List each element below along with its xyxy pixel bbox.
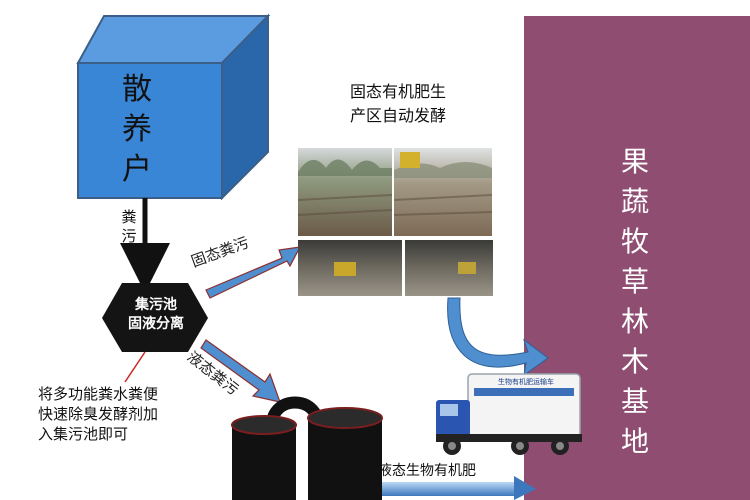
liquid-fertilizer-label: 液态生物有机肥 bbox=[378, 463, 476, 479]
note-pointer-line bbox=[124, 351, 146, 383]
note-line: 快速除臭发酵剂加 bbox=[38, 405, 159, 423]
liquid-manure-arrow bbox=[200, 339, 281, 403]
truck-sign: 生物有机肥运输车 bbox=[498, 378, 554, 386]
collection-pool-line: 固液分离 bbox=[128, 316, 184, 332]
photo-caption-line: 固态有机肥生 bbox=[349, 82, 446, 101]
solid-manure-arrow bbox=[205, 246, 302, 299]
household-label: 散 养 户 bbox=[112, 70, 162, 190]
household-char: 户 bbox=[122, 152, 152, 187]
collection-pool-hexagon bbox=[102, 283, 208, 352]
liquid-fertilizer-arrow bbox=[382, 476, 536, 500]
fermentation-photo-collage bbox=[297, 148, 493, 296]
manure-char: 污 bbox=[121, 227, 137, 245]
note-line: 入集污池即可 bbox=[38, 425, 129, 443]
photo-caption-line: 产区自动发酵 bbox=[349, 106, 446, 125]
collection-pool-label: 集污池 固液分离 bbox=[110, 296, 202, 334]
household-cube bbox=[76, 13, 271, 201]
base-char: 草 bbox=[620, 265, 649, 298]
base-char: 地 bbox=[620, 425, 649, 458]
base-char: 蔬 bbox=[620, 185, 649, 218]
household-char: 散 bbox=[122, 72, 152, 107]
note-line: 将多功能粪水粪便 bbox=[38, 385, 159, 403]
manure-label: 粪 污 bbox=[120, 208, 138, 246]
collection-pool-line: 集污池 bbox=[135, 297, 177, 313]
base-char: 牧 bbox=[620, 225, 649, 258]
base-char: 基 bbox=[620, 385, 649, 418]
base-char: 果 bbox=[620, 145, 649, 178]
base-label: 果 蔬 牧 草 林 木 基 地 bbox=[610, 142, 660, 462]
manure-char: 粪 bbox=[121, 208, 137, 226]
liquid-tanks bbox=[231, 396, 383, 500]
household-char: 养 bbox=[122, 112, 152, 147]
base-char: 林 bbox=[620, 305, 649, 338]
base-char: 木 bbox=[620, 345, 649, 378]
photo-caption: 固态有机肥生 产区自动发酵 bbox=[318, 80, 478, 128]
additive-note: 将多功能粪水粪便 快速除臭发酵剂加 入集污池即可 bbox=[38, 384, 200, 444]
fertilizer-truck bbox=[436, 373, 582, 455]
